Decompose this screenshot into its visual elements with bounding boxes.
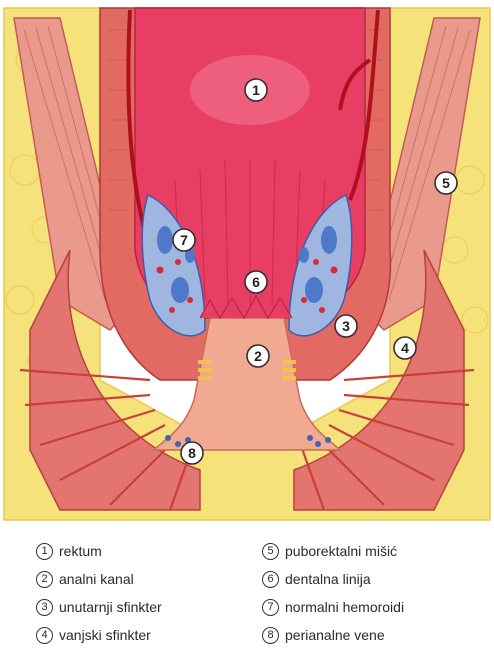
svg-text:3: 3 [342,318,350,334]
svg-text:2: 2 [254,348,262,364]
svg-text:7: 7 [180,232,188,248]
legend-label: dentalna linija [285,571,371,587]
marker-8: 8 [181,442,203,464]
legend-number: 2 [36,571,53,588]
marker-5: 5 [435,172,457,194]
legend-number: 3 [36,599,53,616]
legend-label: vanjski sfinkter [59,627,151,643]
legend-item-dentalna-linija: 6 dentalna linija [262,568,371,590]
legend-number: 6 [262,571,279,588]
legend-item-rektum: 1 rektum [36,540,102,562]
marker-4: 4 [394,337,416,359]
legend-item-puborektalni-misic: 5 puborektalni mišić [262,540,397,562]
marker-3: 3 [335,315,357,337]
marker-1: 1 [245,79,267,101]
legend-item-analni-kanal: 2 analni kanal [36,568,134,590]
legend-item-normalni-hemoroidi: 7 normalni hemoroidi [262,596,404,618]
legend-label: analni kanal [59,571,134,587]
svg-text:8: 8 [188,445,196,461]
anatomy-illustration: 1 2 3 4 5 6 7 8 [0,0,494,530]
legend-number: 4 [36,627,53,644]
marker-7: 7 [173,229,195,251]
svg-text:5: 5 [442,175,450,191]
legend-label: puborektalni mišić [285,543,397,559]
marker-2: 2 [247,345,269,367]
legend-label: normalni hemoroidi [285,599,404,615]
legend-number: 1 [36,543,53,560]
svg-text:1: 1 [252,82,260,98]
svg-text:6: 6 [252,274,260,290]
legend-number: 8 [262,627,279,644]
legend-label: unutarnji sfinkter [59,599,162,615]
legend-item-perianalne-vene: 8 perianalne vene [262,624,385,646]
legend-label: perianalne vene [285,627,385,643]
svg-text:4: 4 [401,340,409,356]
legend-label: rektum [59,543,102,559]
marker-6: 6 [245,271,267,293]
legend-item-vanjski-sfinkter: 4 vanjski sfinkter [36,624,151,646]
legend-number: 7 [262,599,279,616]
legend-number: 5 [262,543,279,560]
legend: 1 rektum 2 analni kanal 3 unutarnji sfin… [0,536,494,657]
legend-item-unutarnji-sfinkter: 3 unutarnji sfinkter [36,596,162,618]
